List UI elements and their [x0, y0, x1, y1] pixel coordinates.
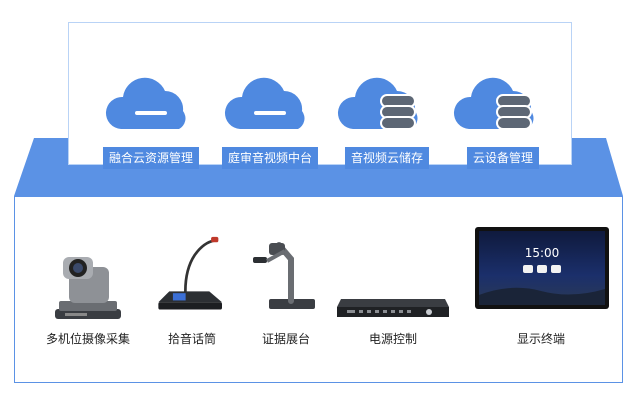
cloud-database-icon [453, 77, 534, 130]
cloud-service-label: 庭审音视频中台 [221, 147, 319, 169]
cloud-service-device-management[interactable]: 云设备管理 [443, 73, 563, 173]
cloud-service-av-platform[interactable]: 庭审音视频中台 [210, 73, 330, 173]
cloud-service-resource[interactable]: 融合云资源管理 [91, 73, 211, 173]
power-controller-icon [337, 299, 449, 317]
cloud-service-label: 融合云资源管理 [102, 147, 200, 169]
device-label: 显示终端 [516, 332, 565, 346]
device-label: 拾音话筒 [167, 332, 216, 346]
device-microphone[interactable]: 拾音话筒 [147, 223, 237, 373]
cloud-icon [224, 77, 305, 129]
devices-panel: 多机位摄像采集 拾音话筒 证据展台 [14, 196, 623, 383]
device-label: 证据展台 [261, 332, 310, 346]
document-camera-icon [253, 242, 315, 309]
display-clock: 15:00 [525, 246, 560, 260]
cloud-database-icon [337, 77, 418, 130]
cloud-service-storage[interactable]: 音视频云储存 [327, 73, 447, 173]
cloud-service-label: 云设备管理 [466, 147, 540, 169]
display-terminal-icon: 15:00 [475, 227, 609, 309]
cloud-services-panel: 融合云资源管理 庭审音视频中台 音视频云储存 云设备管 [68, 22, 572, 169]
device-evidence-presenter[interactable]: 证据展台 [241, 223, 331, 373]
device-power-control[interactable]: 电源控制 [335, 223, 451, 373]
cloud-service-label: 音视频云储存 [344, 147, 430, 169]
cloud-icon [105, 77, 186, 129]
ptz-camera-icon [55, 257, 121, 319]
gooseneck-microphone-icon [158, 236, 222, 310]
device-label: 电源控制 [368, 332, 417, 346]
device-display-terminal[interactable]: 15:00 显示终端 [471, 223, 611, 373]
device-label: 多机位摄像采集 [45, 332, 130, 346]
device-ptz-camera[interactable]: 多机位摄像采集 [33, 223, 143, 373]
